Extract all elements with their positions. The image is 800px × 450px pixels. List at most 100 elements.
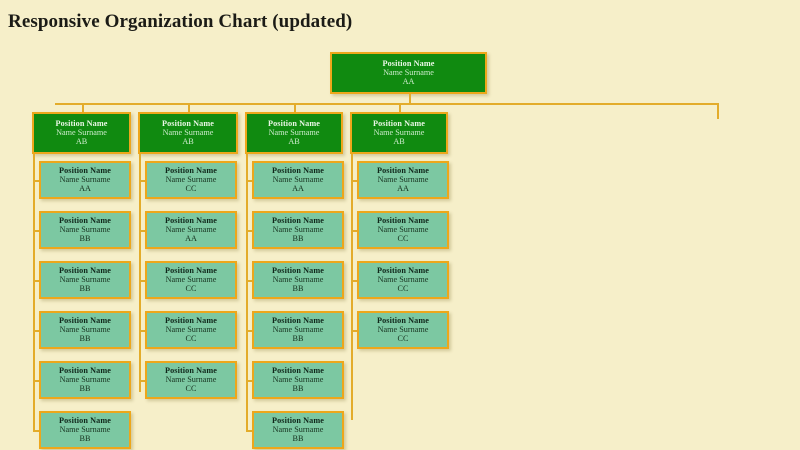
node-name: Name Surname bbox=[272, 425, 324, 435]
node-code: AA bbox=[397, 184, 409, 194]
node-name: Name Surname bbox=[165, 325, 217, 335]
node-position: Position Name bbox=[376, 166, 429, 176]
node-position: Position Name bbox=[376, 316, 429, 326]
node-position: Position Name bbox=[372, 119, 425, 129]
node-position: Position Name bbox=[376, 216, 429, 226]
node-code: BB bbox=[79, 284, 91, 294]
connector-child-stub bbox=[33, 430, 39, 432]
node-position: Position Name bbox=[58, 266, 111, 276]
node-name: Name Surname bbox=[272, 175, 324, 185]
node-position: Position Name bbox=[376, 266, 429, 276]
node-position: Position Name bbox=[58, 366, 111, 376]
node-name: Name Surname bbox=[59, 225, 111, 235]
node-code: AA bbox=[292, 184, 304, 194]
node-position: Position Name bbox=[271, 266, 324, 276]
node-code: BB bbox=[79, 434, 91, 444]
node-code: AA bbox=[402, 77, 415, 87]
node-code: BB bbox=[79, 384, 91, 394]
node-name: Name Surname bbox=[162, 128, 214, 138]
node-code: CC bbox=[185, 284, 197, 294]
node-name: Name Surname bbox=[165, 275, 217, 285]
node-position: Position Name bbox=[58, 216, 111, 226]
connector-child-stub bbox=[246, 230, 252, 232]
node-code: BB bbox=[292, 234, 304, 244]
node-position: Position Name bbox=[164, 366, 217, 376]
node-position: Position Name bbox=[271, 166, 324, 176]
node-name: Name Surname bbox=[272, 275, 324, 285]
connector-branch-drop bbox=[188, 103, 190, 112]
node-code: CC bbox=[185, 334, 197, 344]
connector-bus bbox=[55, 103, 717, 105]
node-code: BB bbox=[79, 234, 91, 244]
node-code: CC bbox=[185, 384, 197, 394]
node-name: Name Surname bbox=[377, 275, 429, 285]
node-code: AA bbox=[79, 184, 91, 194]
node-code: BB bbox=[292, 334, 304, 344]
connector-child-stub bbox=[246, 280, 252, 282]
connector-child-stub bbox=[246, 430, 252, 432]
node-name: Name Surname bbox=[272, 325, 324, 335]
node-code: BB bbox=[292, 434, 304, 444]
node-code: CC bbox=[397, 284, 409, 294]
node-position: Position Name bbox=[161, 119, 214, 129]
node-position: Position Name bbox=[271, 216, 324, 226]
connector-child-stub bbox=[246, 180, 252, 182]
node-position: Position Name bbox=[267, 119, 320, 129]
connector-child-stub bbox=[139, 380, 145, 382]
connector-child-stub bbox=[33, 380, 39, 382]
node-code: CC bbox=[397, 334, 409, 344]
node-name: Name Surname bbox=[56, 128, 107, 138]
connector-child-stub bbox=[351, 230, 357, 232]
node-position: Position Name bbox=[271, 416, 324, 426]
node-name: Name Surname bbox=[59, 275, 111, 285]
node-position: Position Name bbox=[271, 316, 324, 326]
node-position: Position Name bbox=[164, 166, 217, 176]
node-name: Name Surname bbox=[59, 425, 111, 435]
connector-child-stub bbox=[139, 180, 145, 182]
node-position: Position Name bbox=[164, 266, 217, 276]
connector-branch-spine bbox=[139, 154, 141, 392]
node-code: AB bbox=[393, 137, 405, 147]
connector-root-stem bbox=[409, 94, 411, 103]
node-position: Position Name bbox=[271, 366, 324, 376]
connector-branch-drop bbox=[399, 103, 401, 112]
node-name: Name Surname bbox=[377, 225, 429, 235]
connector-child-stub bbox=[33, 280, 39, 282]
connector-child-stub bbox=[33, 230, 39, 232]
node-name: Name Surname bbox=[165, 175, 217, 185]
node-name: Name Surname bbox=[268, 128, 320, 138]
page-title: Responsive Organization Chart (updated) bbox=[8, 11, 353, 32]
connector-child-stub bbox=[139, 280, 145, 282]
connector-child-stub bbox=[351, 180, 357, 182]
connector-branch-drop bbox=[294, 103, 296, 112]
connector-child-stub bbox=[351, 330, 357, 332]
node-position: Position Name bbox=[58, 416, 111, 426]
